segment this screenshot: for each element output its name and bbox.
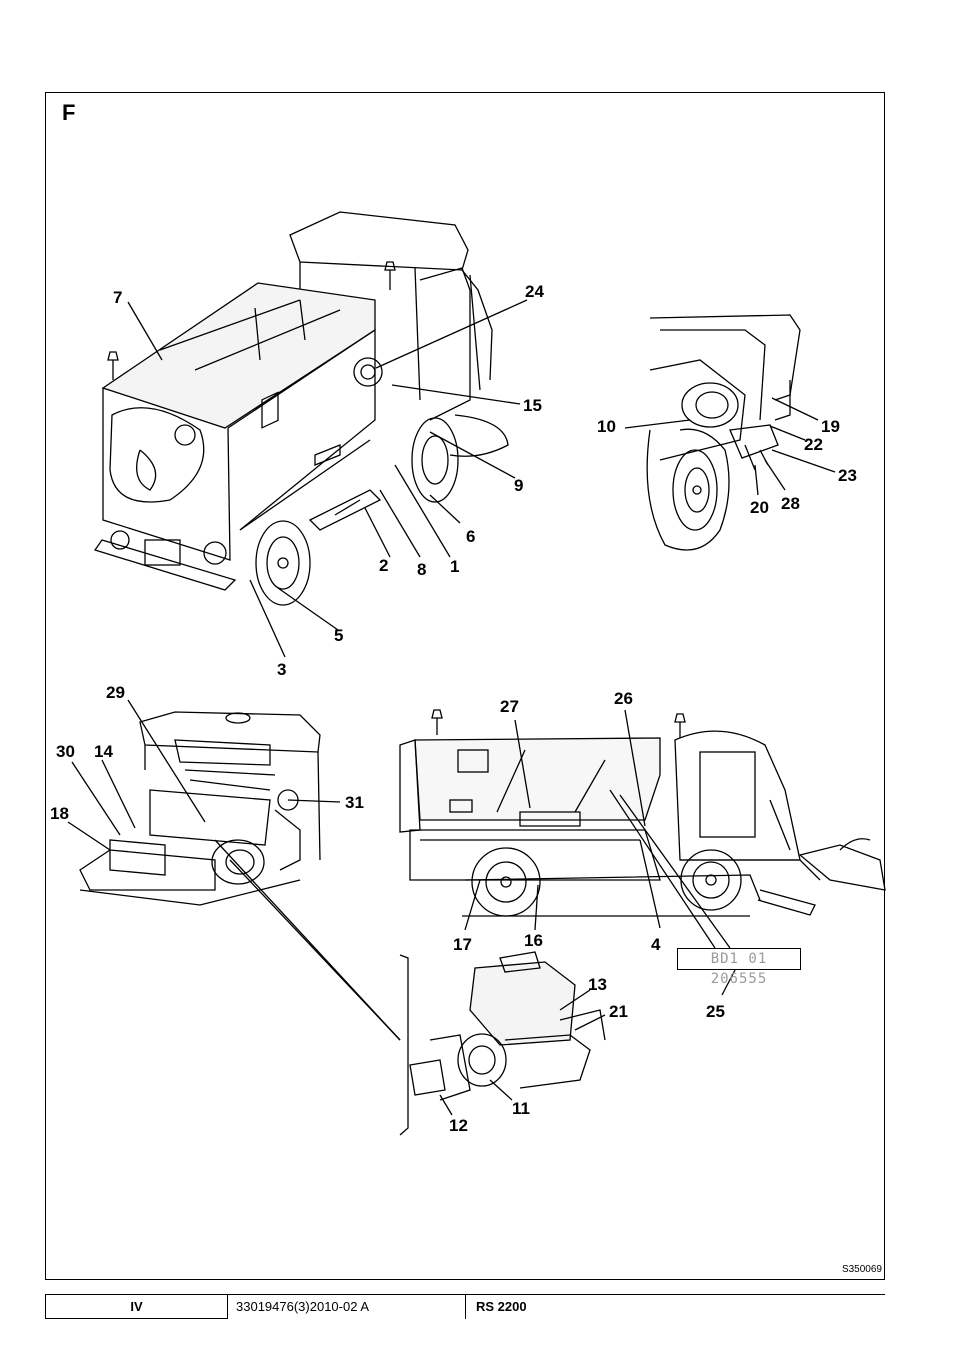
hopper-open-view bbox=[67, 699, 401, 1041]
callout-20: 20 bbox=[750, 498, 769, 517]
callout-16: 16 bbox=[524, 931, 543, 950]
callout-2: 2 bbox=[379, 556, 389, 575]
callout-19: 19 bbox=[821, 417, 840, 436]
callout-3: 3 bbox=[277, 660, 287, 679]
figure-reference: S350069 bbox=[841, 1264, 882, 1275]
callout-27: 27 bbox=[500, 697, 519, 716]
callout-12: 12 bbox=[449, 1116, 468, 1135]
callout-5: 5 bbox=[334, 626, 344, 645]
callout-23: 23 bbox=[838, 466, 857, 485]
callout-17: 17 bbox=[453, 935, 472, 954]
sweeper-front-view bbox=[93, 211, 528, 658]
callout-15: 15 bbox=[523, 396, 542, 415]
callout-30: 30 bbox=[56, 742, 75, 761]
callout-14: 14 bbox=[94, 742, 113, 761]
callout-6: 6 bbox=[466, 527, 476, 546]
sweeper-side-view bbox=[399, 709, 886, 996]
callout-24: 24 bbox=[525, 282, 544, 301]
serial-number-plate: BD1 01 206555 bbox=[677, 948, 801, 987]
callout-8: 8 bbox=[417, 560, 427, 579]
callout-31: 31 bbox=[345, 793, 364, 812]
callout-7: 7 bbox=[113, 288, 123, 307]
footer-model: RS 2200 bbox=[476, 1299, 527, 1314]
callout-22: 22 bbox=[804, 435, 823, 454]
callout-18: 18 bbox=[50, 804, 69, 823]
callout-1: 1 bbox=[450, 557, 460, 576]
figure-frame bbox=[45, 92, 885, 1280]
section-letter: F bbox=[62, 100, 76, 125]
callout-4: 4 bbox=[651, 935, 661, 954]
callout-29: 29 bbox=[106, 683, 125, 702]
callout-9: 9 bbox=[514, 476, 524, 495]
page-footer: IV 33019476(3)2010-02 A RS 2200 bbox=[45, 1294, 885, 1319]
footer-doc-number: 33019476(3)2010-02 A bbox=[228, 1295, 466, 1319]
callout-26: 26 bbox=[614, 689, 633, 708]
callout-11: 11 bbox=[512, 1099, 530, 1118]
callout-28: 28 bbox=[781, 494, 800, 513]
callout-21: 21 bbox=[609, 1002, 628, 1021]
callout-10: 10 bbox=[597, 417, 616, 436]
callout-13: 13 bbox=[588, 975, 607, 994]
engine-detail-view bbox=[399, 951, 606, 1136]
footer-page-number: IV bbox=[45, 1295, 228, 1319]
callout-25: 25 bbox=[706, 1002, 725, 1021]
rear-detail-view bbox=[624, 314, 836, 551]
